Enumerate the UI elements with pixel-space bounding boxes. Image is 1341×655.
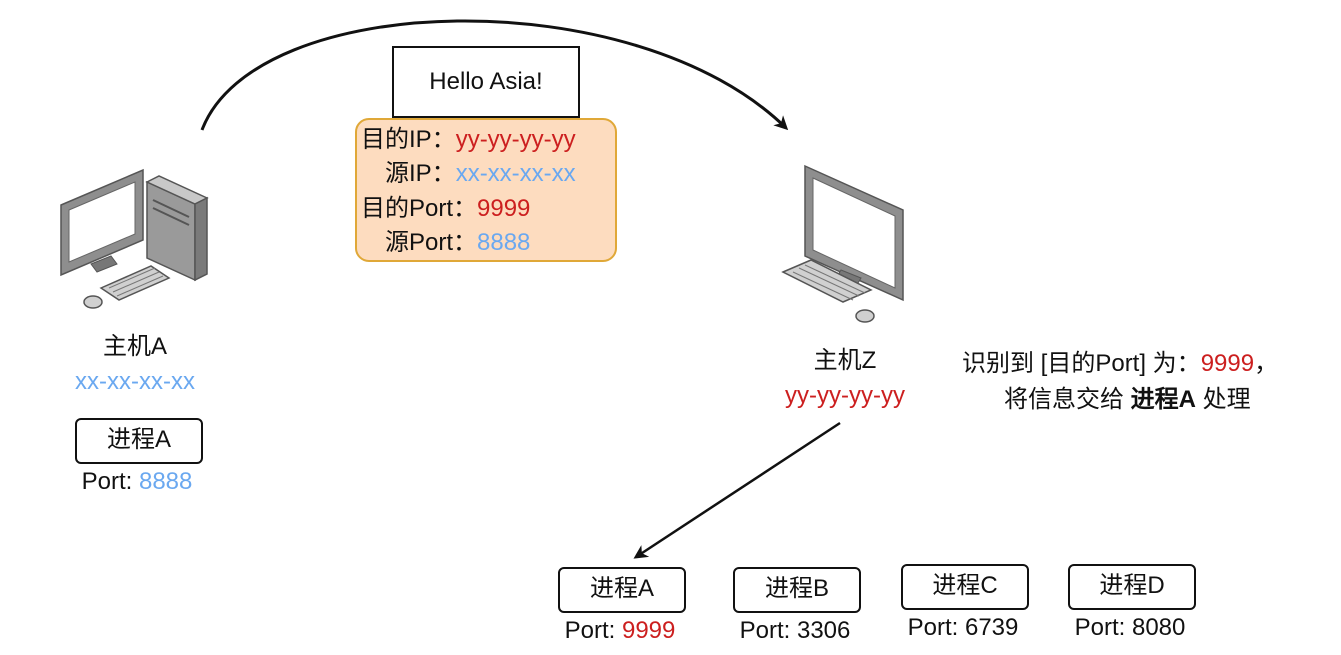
packet-header: 目的IP：yy-yy-yy-yy 源IP：xx-xx-xx-xx 目的Port：… [355, 118, 617, 262]
note-text: 将信息交给 [1004, 386, 1131, 413]
process-name: 进程D [1099, 572, 1165, 599]
process-name: 进程A [589, 575, 654, 602]
note-text: 识别到 [目的Port] 为： [962, 350, 1201, 377]
dst-ip-label: 目的IP： [361, 126, 456, 153]
src-port-row: 源Port：8888 [385, 228, 530, 258]
process-c-port: Port: 6739 [883, 614, 1043, 642]
note-text: 处理 [1196, 386, 1251, 413]
host-a-ip: xx-xx-xx-xx [75, 368, 195, 395]
port-label: Port: [907, 614, 965, 641]
message-payload: Hello Asia! [392, 46, 580, 118]
monitor-computer-icon [781, 164, 904, 323]
src-port-label: 源Port： [385, 229, 478, 256]
src-ip-row: 源IP：xx-xx-xx-xx [385, 159, 576, 189]
process-name: 进程B [764, 575, 829, 602]
note-port-value: 9999 [1200, 350, 1255, 377]
port-value: 8888 [138, 468, 193, 495]
dst-ip-value: yy-yy-yy-yy [455, 126, 576, 153]
port-value: 9999 [621, 617, 676, 644]
desktop-computer-icon [60, 168, 209, 309]
process-b-port: Port: 3306 [715, 617, 875, 645]
src-port-value: 8888 [477, 229, 531, 256]
routing-note-line1: 识别到 [目的Port] 为：9999， [962, 350, 1278, 378]
send-arc-arrow [200, 19, 789, 131]
src-ip-label: 源IP： [385, 160, 456, 187]
dst-port-label: 目的Port： [361, 195, 478, 222]
process-d-box: 进程D [1068, 564, 1196, 610]
dst-port-value: 9999 [477, 195, 531, 222]
port-label: Port: [564, 617, 622, 644]
process-c-box: 进程C [901, 564, 1029, 610]
note-comma: ， [1254, 350, 1279, 377]
process-d-port: Port: 8080 [1050, 614, 1210, 642]
host-a-process-port: Port: 8888 [55, 468, 219, 496]
port-label: Port: [739, 617, 797, 644]
dst-ip-row: 目的IP：yy-yy-yy-yy [361, 125, 576, 155]
port-label: Port: [1074, 614, 1132, 641]
host-a-name: 主机A [102, 333, 167, 360]
host-z-ip: yy-yy-yy-yy [785, 382, 905, 409]
process-a-box: 进程A [558, 567, 686, 613]
port-value: 6739 [964, 614, 1019, 641]
process-name: 进程A [106, 426, 171, 453]
process-a-port: Port: 9999 [540, 617, 700, 645]
port-value: 8080 [1131, 614, 1186, 641]
port-label: Port: [81, 468, 139, 495]
process-name: 进程C [932, 572, 998, 599]
routing-note-line2: 将信息交给 进程A 处理 [1004, 386, 1251, 414]
deliver-arrow [633, 421, 841, 559]
payload-text: Hello Asia! [429, 68, 543, 95]
port-value: 3306 [796, 617, 851, 644]
host-z-name: 主机Z [813, 347, 877, 374]
host-a-process: 进程A [75, 418, 203, 464]
process-b-box: 进程B [733, 567, 861, 613]
note-target-process: 进程A [1130, 386, 1197, 413]
dst-port-row: 目的Port：9999 [361, 194, 530, 224]
src-ip-value: xx-xx-xx-xx [455, 160, 576, 187]
